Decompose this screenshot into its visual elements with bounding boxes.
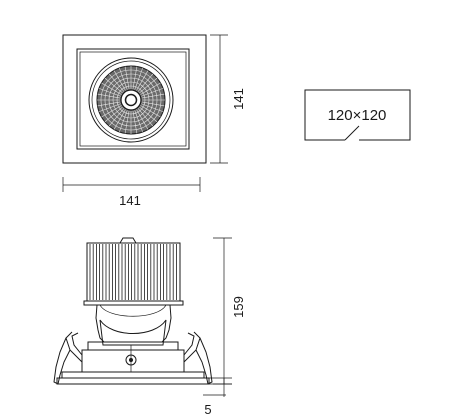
top-clip <box>119 237 137 244</box>
dimension-top-height-label: 141 <box>231 88 246 110</box>
bracket-left <box>95 304 105 343</box>
dimension-flange-thickness-label: 5 <box>204 402 211 417</box>
reflector-outer-ring <box>88 57 174 143</box>
outer-trim-frame <box>62 34 207 164</box>
top-view <box>62 34 207 164</box>
heat-sink-base-plate <box>83 300 184 306</box>
inner-trim-frame <box>76 48 190 150</box>
lamp-housing <box>99 319 167 346</box>
dimension-top-width-label: 141 <box>119 193 141 208</box>
dimension-side-height-label: 159 <box>231 296 246 318</box>
spring-clip-right <box>183 331 213 385</box>
dimension-side-height: 159 <box>213 237 246 385</box>
dimension-top-height: 141 <box>210 34 246 164</box>
cutout-symbol: 120×120 <box>304 89 411 141</box>
heat-sink-body <box>86 242 181 302</box>
bracket-right <box>161 304 172 343</box>
heat-sink-fins <box>89 244 177 300</box>
inner-trim-edge <box>79 51 187 147</box>
reflector-inner-ring <box>91 60 171 140</box>
heat-sink <box>83 237 184 306</box>
led-emitter <box>124 93 138 107</box>
dimension-top-width: 141 <box>62 177 201 208</box>
mounting-body-lower <box>61 371 205 379</box>
reflector <box>88 57 174 143</box>
gimbal-bracket <box>81 304 185 373</box>
dimension-flange-thickness: 5 <box>203 377 232 417</box>
housing-ring <box>87 341 179 351</box>
side-view <box>53 237 213 385</box>
trim-flange <box>56 377 210 385</box>
mounting-body <box>81 349 185 373</box>
reflector-facets <box>97 66 165 134</box>
spring-clip-left <box>53 331 83 385</box>
cutout-label: 120×120 <box>328 107 387 124</box>
